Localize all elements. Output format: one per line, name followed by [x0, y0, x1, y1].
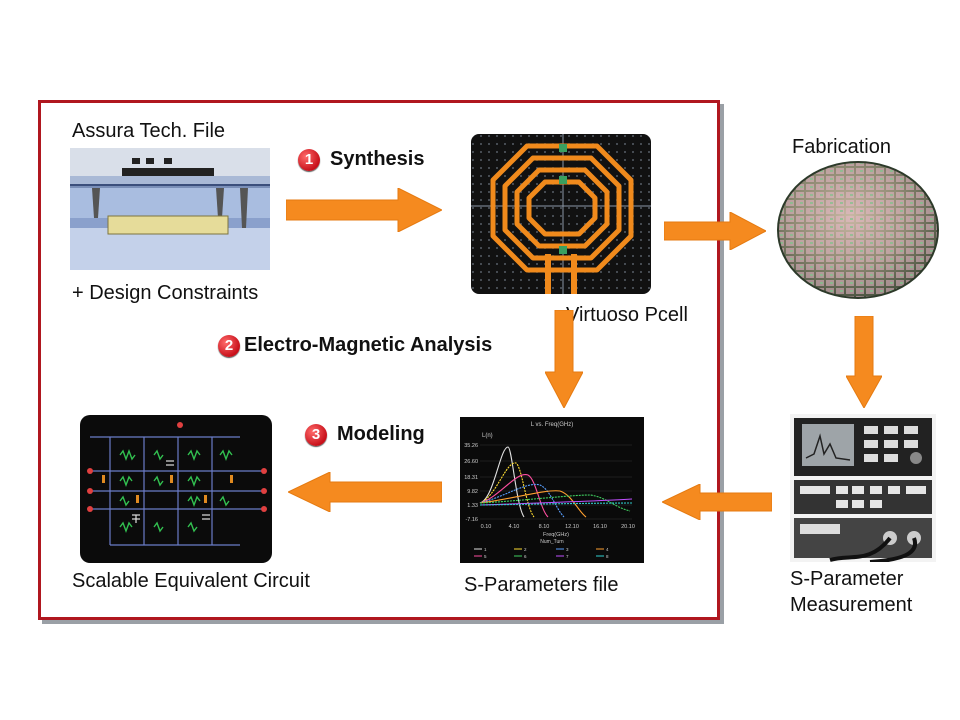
tech-file-cross-section	[70, 148, 270, 270]
step-number-badge: 2	[218, 334, 240, 357]
legend-item: 8	[606, 554, 609, 559]
arrow-left-icon	[288, 472, 442, 512]
legend-item: 1	[484, 547, 487, 552]
network-analyzer-image	[790, 414, 936, 562]
x-tick: 8.10	[539, 524, 550, 530]
equivalent-circuit-image	[80, 415, 272, 563]
x-tick: 16.10	[593, 524, 607, 530]
step-synthesis: 1 Synthesis	[298, 148, 424, 171]
y-tick: 1.33	[467, 503, 478, 509]
y-tick: 26.60	[464, 459, 478, 465]
arrow-right-icon	[664, 212, 766, 250]
step-label: Electro-Magnetic Analysis	[244, 334, 493, 356]
legend-item: 6	[524, 554, 527, 559]
x-tick: 12.10	[565, 524, 579, 530]
step-label: Modeling	[337, 423, 425, 445]
plot-ylabel: L(n)	[482, 433, 493, 439]
step-number-badge: 3	[305, 423, 327, 446]
scalable-circuit-label: Scalable Equivalent Circuit	[72, 570, 310, 592]
legend-item: 7	[566, 554, 569, 559]
wafer-image	[777, 161, 939, 299]
step-em-analysis: 2 Electro-Magnetic Analysis	[218, 334, 492, 357]
s-param-measurement-label-line1: S-Parameter	[790, 568, 904, 590]
inductor-layout-image	[471, 134, 651, 294]
legend-item: 2	[524, 547, 527, 552]
y-tick: 35.26	[464, 443, 478, 449]
tech-file-label: Assura Tech. File	[72, 120, 226, 142]
x-tick: 4.10	[509, 524, 520, 530]
arrow-left-icon	[662, 484, 772, 520]
y-tick: 9.82	[467, 489, 478, 495]
arrow-right-icon	[286, 188, 442, 232]
plot-title: L vs. Freq(GHz)	[531, 422, 573, 428]
step-number-badge: 1	[298, 148, 320, 171]
process-frame	[38, 100, 720, 620]
step-modeling: 3 Modeling	[305, 423, 425, 446]
fabrication-label: Fabrication	[792, 136, 891, 158]
step-label: Synthesis	[330, 148, 425, 170]
arrow-down-icon	[545, 310, 583, 408]
legend-item: 5	[484, 554, 487, 559]
x-tick: 20.10	[621, 524, 635, 530]
legend-item: 3	[566, 547, 569, 552]
legend-item: 4	[606, 547, 609, 552]
s-parameter-plot: L vs. Freq(GHz) L(n) 35.26 26.60 18.31 9…	[460, 417, 644, 563]
y-tick: -7.16	[465, 517, 478, 523]
plot-xlabel: Freq(GHz)	[543, 532, 569, 538]
design-constraints-label: + Design Constraints	[72, 282, 259, 304]
s-param-measurement-label-line2: Measurement	[790, 594, 913, 616]
arrow-down-icon	[846, 316, 882, 408]
legend-title: Num_Turn	[540, 539, 564, 545]
y-tick: 18.31	[464, 475, 478, 481]
s-params-file-label: S-Parameters file	[464, 574, 619, 596]
virtuoso-pcell-label: Virtuoso Pcell	[566, 304, 688, 326]
x-tick: 0.10	[481, 524, 492, 530]
